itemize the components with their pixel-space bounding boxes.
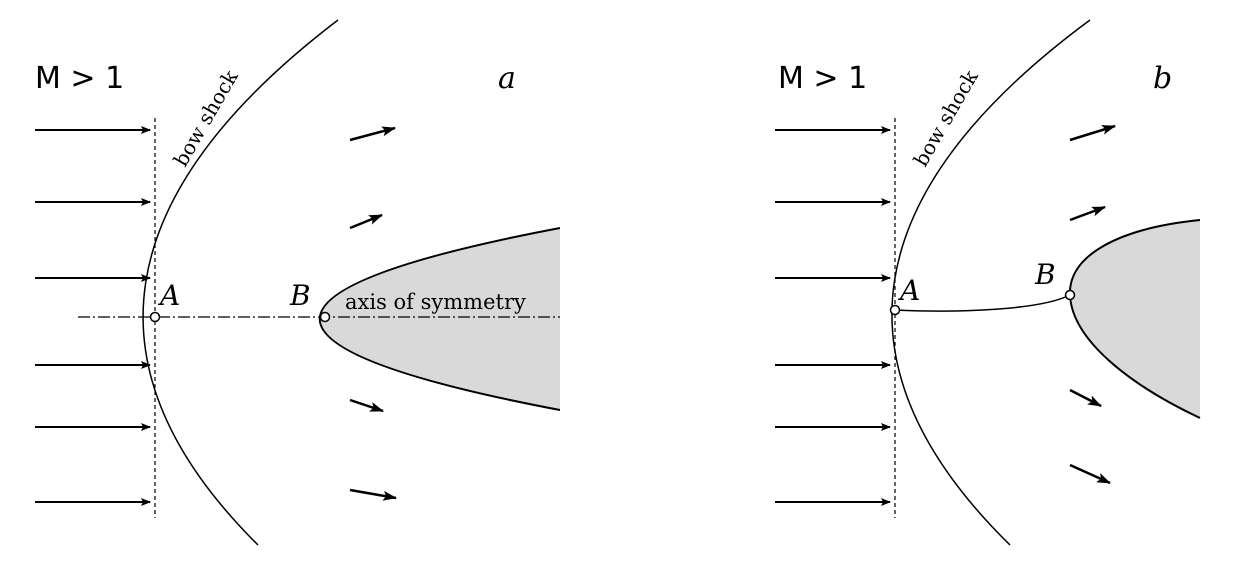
panel-b: M > 1 b A B bow shock: [775, 19, 1201, 546]
flow-arrow: [349, 398, 384, 413]
body-outline: [319, 227, 561, 411]
point-b-marker: [1064, 289, 1076, 301]
downstream-arrows: [1069, 124, 1116, 485]
mach-label: M > 1: [778, 61, 867, 96]
panel-a: M > 1 a A B axis of symmetry bow shock: [35, 19, 561, 546]
flow-arrow: [349, 213, 383, 230]
flow-arrow: [349, 488, 397, 501]
flow-arrow: [1069, 463, 1111, 485]
freestream-arrows: [35, 126, 151, 506]
panel-label: b: [1153, 61, 1172, 96]
freestream-arrows: [775, 126, 891, 506]
bow-shock-curve: [891, 19, 1091, 546]
point-a-marker: [889, 304, 901, 316]
flow-arrow: [1069, 124, 1116, 142]
point-b-label: B: [1034, 258, 1056, 291]
body-shape: [1069, 220, 1200, 418]
bow-shock-label: bow shock: [909, 65, 984, 170]
flow-arrow: [1069, 205, 1106, 222]
point-b-label: B: [289, 279, 311, 312]
point-a-label: A: [157, 279, 180, 312]
bow-shock-curve: [142, 19, 339, 546]
point-a-label: A: [897, 274, 920, 307]
bow-shock-label: bow shock: [169, 65, 244, 170]
flow-arrow: [349, 126, 396, 142]
point-a-marker: [149, 311, 161, 323]
point-b-marker: [319, 311, 331, 323]
mach-label: M > 1: [35, 61, 124, 96]
streamline-a-b: [894, 294, 1071, 312]
downstream-arrows: [349, 126, 397, 501]
axis-label: axis of symmetry: [345, 290, 526, 314]
flow-arrow: [1069, 388, 1102, 408]
panel-label: a: [498, 61, 516, 96]
